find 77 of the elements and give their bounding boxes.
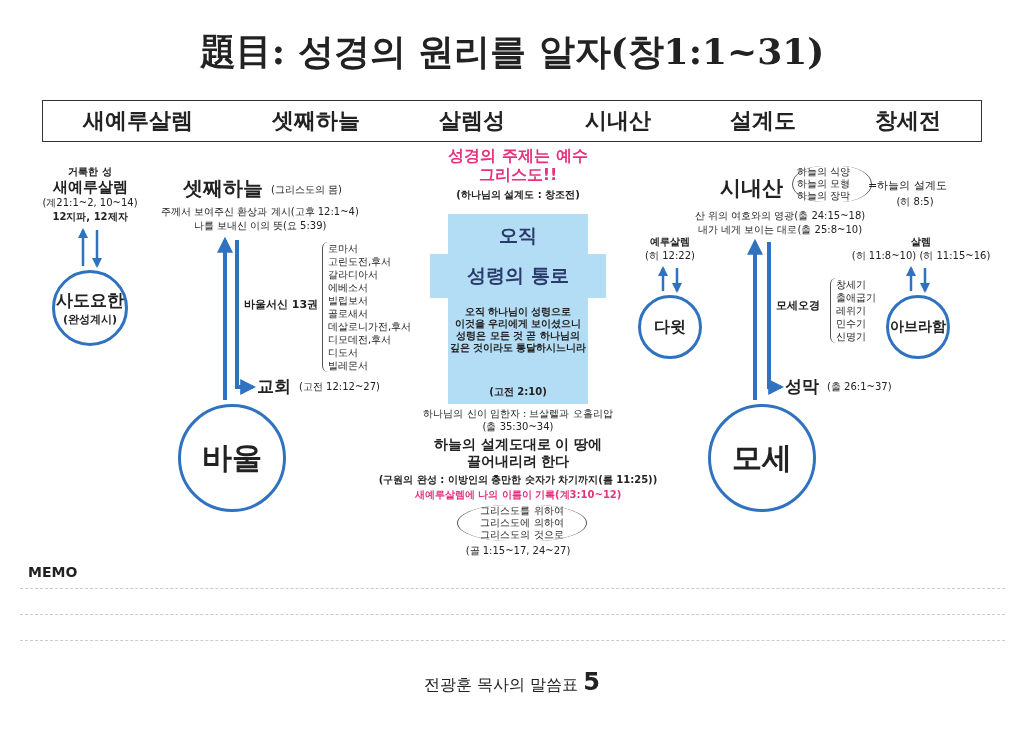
verse-reference: (히 11:8~10) (히 11:15~16) bbox=[850, 250, 992, 262]
subheading: (하나님의 설계도 : 창조전) bbox=[455, 189, 581, 201]
circle-node bbox=[638, 295, 702, 359]
node-text: 바울서신 13권 bbox=[244, 298, 320, 312]
cross-heading: 성령의 통로 bbox=[466, 264, 570, 287]
verse-reference: (고전 12:12~27) bbox=[299, 381, 381, 393]
node-heading: 살렘 bbox=[910, 236, 932, 248]
title: 題目: 성경의 원리를 알자(창1:1~31) bbox=[198, 29, 826, 74]
list-item: 데살로니가전,후서 bbox=[328, 320, 412, 333]
cross-heading: 오직 bbox=[498, 224, 538, 247]
circle-subtext: (완성계시) bbox=[62, 312, 118, 327]
list-item: 출애굽기 bbox=[836, 291, 876, 304]
verse-reference: (히 12:22) bbox=[644, 250, 696, 262]
verse-line: 산 위의 여호와의 영광(출 24:15~18) bbox=[693, 210, 867, 222]
node-heading: 시내산 bbox=[720, 176, 784, 202]
list-item: 레위기 bbox=[836, 304, 867, 317]
node-subtitle: (그리스도의 몸) bbox=[271, 184, 343, 196]
node-text: 12지파, 12제자 bbox=[51, 211, 129, 223]
note-text: 하나님의 신이 임한자 : 브살렐과 오홀리압 bbox=[422, 408, 614, 420]
circle-name: 사도요한 bbox=[56, 289, 124, 312]
verse-reference: (고전 2:10) bbox=[488, 386, 548, 398]
arrow bbox=[747, 238, 763, 400]
circle-name: 다윗 bbox=[654, 316, 686, 338]
list-item: 로마서 bbox=[328, 242, 359, 255]
node-text: 모세오경 bbox=[776, 299, 821, 313]
memo-heading: MEMO bbox=[28, 564, 79, 581]
topic-word: 새예루살렘 bbox=[82, 107, 193, 135]
bracketed-list: 그리스도를 위하여 그리스도에 의하여 그리스도의 것으로 bbox=[457, 505, 587, 541]
node-heading: 새예루살렘 bbox=[51, 178, 129, 196]
arrow bbox=[78, 228, 88, 266]
highlight-heading: 성경의 주제는 예수 그리스도!! bbox=[447, 146, 589, 185]
highlight-text: 새예루살렘에 나의 이름이 기록(계3:10~12) bbox=[413, 489, 623, 501]
list-item: 디모데전,후서 bbox=[328, 333, 393, 346]
list-item: 갈라디아서 bbox=[328, 268, 379, 281]
list-item: 디도서 bbox=[328, 346, 359, 359]
statement-text: 하늘의 설계도대로 이 땅에 끌어내리려 한다 bbox=[432, 436, 604, 470]
topic-word: 설계도 bbox=[729, 107, 796, 135]
verse-reference: (계21:1~2, 10~14) bbox=[41, 197, 139, 209]
circle-name: 바울 bbox=[202, 438, 262, 477]
topic-word: 시내산 bbox=[584, 107, 651, 135]
arrow bbox=[658, 266, 668, 291]
list-item: 골로새서 bbox=[328, 307, 369, 320]
verse-reference: (출 26:1~37) bbox=[827, 381, 893, 393]
topic-word: 창세전 bbox=[875, 107, 942, 135]
arrow bbox=[906, 266, 916, 291]
node-heading: 성막 bbox=[785, 376, 820, 397]
verse-reference: (히 8:5) bbox=[895, 196, 935, 208]
verse-reference: (출 35:30~34) bbox=[481, 421, 555, 433]
node-heading: 교회 bbox=[257, 376, 292, 397]
list-item: 신명기 bbox=[836, 330, 867, 343]
subheading: 거룩한 성 bbox=[67, 166, 113, 178]
verse-text: 오직 하나님이 성령으로 이것을 우리에게 보이셨으니 성령은 모든 것 곧 하나님의 깊은 것이라도 통달하시느니라 bbox=[448, 306, 588, 354]
list-item: 고린도전,후서 bbox=[328, 255, 393, 268]
arrow bbox=[672, 268, 682, 293]
list-item: 창세기 bbox=[836, 278, 867, 291]
arrow bbox=[217, 236, 233, 400]
node-heading: 예루살렘 bbox=[649, 236, 691, 248]
circle-name: 아브라함 bbox=[890, 318, 946, 336]
verse-line: 내가 네게 보이는 대로(출 25:8~10) bbox=[696, 224, 864, 236]
circle-name: 모세 bbox=[732, 438, 792, 477]
list-item: 민수기 bbox=[836, 317, 867, 330]
verse-line: 나를 보내신 이의 뜻(요 5:39) bbox=[192, 220, 328, 232]
topic-word: 셋째하늘 bbox=[272, 107, 360, 135]
topic-word: 살렘성 bbox=[439, 107, 506, 135]
verse-reference: (골 1:15~17, 24~27) bbox=[464, 545, 572, 557]
list-item: 빌레몬서 bbox=[328, 359, 369, 372]
caption: 전광훈 목사의 말씀표 5 bbox=[423, 668, 601, 696]
note-text: (구원의 완성 : 이방인의 충만한 숫자가 차기까지(롬 11:25)) bbox=[377, 474, 659, 486]
arrow bbox=[92, 230, 102, 268]
arrow bbox=[767, 242, 785, 395]
node-heading: 셋째하늘 bbox=[183, 176, 264, 200]
header-bar bbox=[42, 100, 982, 142]
arrow bbox=[920, 268, 930, 293]
circle-node bbox=[886, 295, 950, 359]
arrow bbox=[235, 240, 257, 395]
list-item: 빌립보서 bbox=[328, 294, 369, 307]
list-item: 에베소서 bbox=[328, 281, 369, 294]
